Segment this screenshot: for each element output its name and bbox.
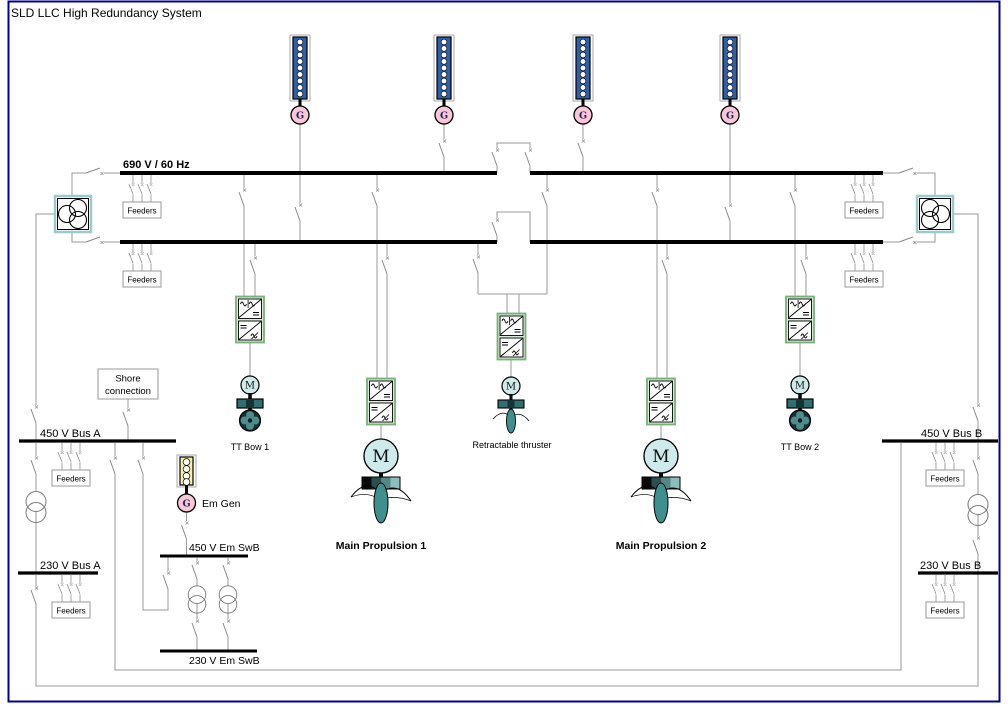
main-bus-label: 690 V / 60 Hz: [123, 159, 190, 171]
feeders-box: [51, 469, 91, 487]
em-generator-letter: G: [182, 499, 190, 510]
motor-letter-mp1: M: [372, 447, 389, 467]
circuit-breaker: [107, 455, 123, 475]
shore-connection-label-2: connection: [105, 386, 151, 397]
circuit-breaker: [220, 560, 236, 580]
bus-230b-label: 230 V Bus B: [920, 560, 981, 572]
circuit-breaker: [787, 187, 803, 207]
motor-letter-rt: M: [506, 382, 516, 393]
circuit-breaker: [470, 254, 486, 274]
circuit-breaker: [220, 618, 236, 638]
circuit-breaker: [189, 618, 205, 638]
motor-stub-lines: [249, 343, 801, 439]
feeders-box: [925, 601, 965, 619]
feeders-box: [844, 270, 884, 288]
labels: 690 V / 60 Hz 450 V Bus A 230 V Bus A 45…: [40, 111, 982, 668]
generator-4-letter: G: [726, 111, 734, 122]
circuit-breaker: [898, 234, 918, 250]
feeders-label: Feeders: [56, 607, 85, 616]
converter-main-propulsion-2: [646, 377, 676, 426]
circuit-breaker: [85, 165, 105, 181]
feeders-label: Feeders: [127, 207, 156, 216]
emergency-generator: [176, 454, 197, 513]
circuit-breaker: [649, 187, 665, 207]
circuit-breaker: [898, 165, 918, 181]
circuit-breaker: [970, 455, 986, 475]
circuit-breaker: [539, 187, 555, 207]
circuit-breaker: [575, 138, 591, 158]
circuit-breaker: [85, 234, 105, 250]
circuit-breaker: [189, 560, 205, 580]
circuit-breaker: [798, 255, 814, 275]
circuit-breaker: [292, 202, 308, 222]
circuit-breaker: [236, 187, 252, 207]
feeders-box: [51, 601, 91, 619]
transformer-left: [53, 194, 93, 234]
circuit-breaker: [379, 255, 395, 275]
bus-bars: [18, 171, 998, 653]
em-gen-label: Em Gen: [202, 498, 241, 510]
feeders-label: Feeders: [127, 276, 156, 285]
circuit-breaker: [489, 217, 505, 237]
circuit-breaker: [28, 585, 44, 605]
page-title: SLD LLC High Redundancy System: [11, 6, 202, 20]
em-swb-230-label: 230 V Em SwB: [189, 655, 260, 667]
circuit-breaker: [970, 402, 986, 422]
circuit-breaker: [28, 455, 44, 475]
feeders-box: [844, 201, 884, 219]
feeders-label: Feeders: [849, 276, 878, 285]
feeders-label: Feeders: [849, 207, 878, 216]
em-swb-450-label: 450 V Em SwB: [189, 542, 260, 554]
generator-3-letter: G: [579, 111, 587, 122]
transformer-right: [915, 194, 955, 234]
converter-main-propulsion-1: [366, 377, 396, 426]
generator-2-letter: G: [440, 111, 448, 122]
feeders-box: [925, 469, 965, 487]
transformer-right-450b-feed: [953, 213, 979, 441]
bus-230a-label: 230 V Bus A: [40, 560, 101, 572]
circuit-breaker: [247, 255, 263, 275]
motor-letter-tt2: M: [795, 381, 805, 392]
circuit-breaker: [160, 570, 176, 590]
circuit-breaker: [369, 187, 385, 207]
circuit-breaker: [179, 520, 194, 540]
feeders-box: [122, 201, 162, 219]
circuit-breaker: [522, 147, 538, 167]
circuit-breaker: [120, 407, 136, 427]
tt-bow-2-label: TT Bow 2: [781, 442, 819, 452]
circuit-breaker: [135, 455, 151, 475]
feeders-label: Feeders: [930, 607, 959, 616]
transformer-left-450a-feed: [35, 213, 55, 441]
feeders-label: Feeders: [56, 475, 85, 484]
equipment: Feeders Feeders Feeders Feeders Feeders …: [25, 33, 989, 619]
230v-a-b-interconnect: [35, 573, 979, 687]
motor-letter-tt1: M: [245, 381, 255, 392]
circuit-breaker: [659, 255, 675, 275]
circuit-breaker: [436, 138, 452, 158]
circuit-breaker: [28, 404, 44, 424]
converter-tt-bow-1: [235, 295, 265, 344]
converter-tt-bow-2: [785, 295, 815, 344]
circuit-breaker: [489, 147, 505, 167]
tt-bow-1-label: TT Bow 1: [231, 442, 269, 452]
connection-lines: [28, 124, 986, 687]
bus-450b-label: 450 V Bus B: [921, 428, 982, 440]
main-propulsion-2-label: Main Propulsion 2: [616, 540, 707, 552]
converter-retractable-thruster: [496, 312, 527, 361]
circuit-breaker: [722, 202, 738, 222]
feeder-lines: [128, 174, 156, 203]
feeders-label: Feeders: [930, 475, 959, 484]
shore-connection-box: [97, 368, 159, 400]
motor-letter-mp2: M: [652, 447, 669, 467]
circuit-breaker: [970, 535, 986, 555]
450v-a-b-interconnect: [114, 443, 902, 671]
shore-connection-label-1: Shore: [115, 374, 140, 385]
retractable-thruster-label: Retractable thruster: [472, 440, 551, 450]
generator-1-letter: G: [296, 111, 304, 122]
bus-450a-label: 450 V Bus A: [40, 428, 101, 440]
main-propulsion-1-label: Main Propulsion 1: [336, 540, 427, 552]
feeder-lines: [128, 243, 156, 272]
feeders-box: [122, 270, 162, 288]
